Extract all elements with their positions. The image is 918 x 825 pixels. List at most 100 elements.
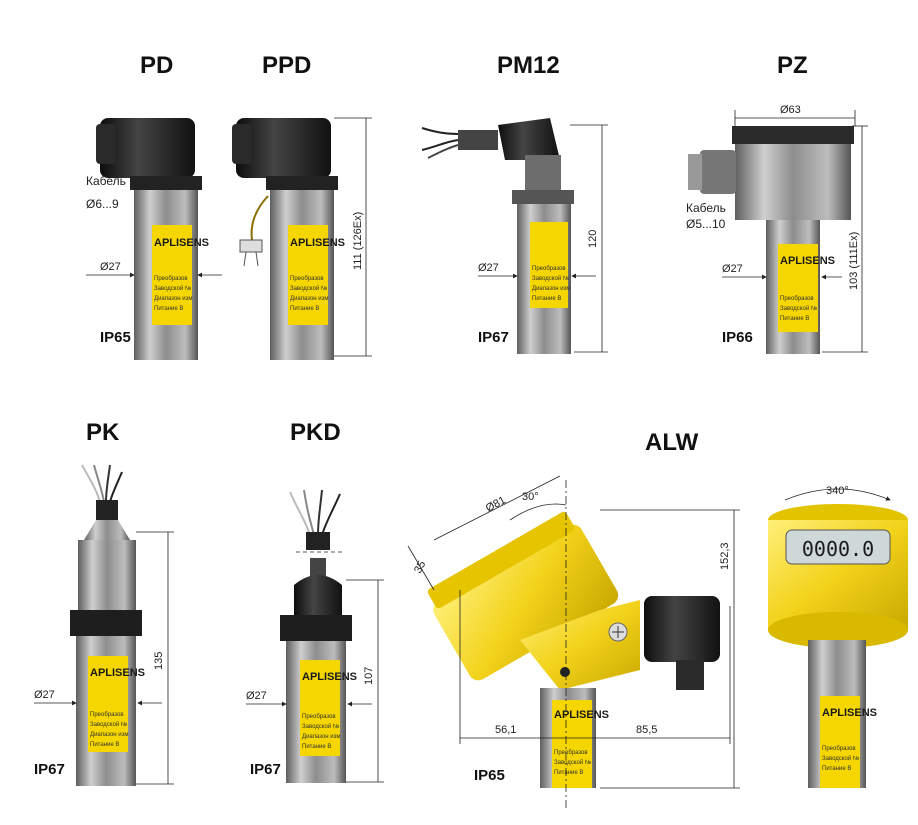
pm12-title: PM12 xyxy=(497,52,560,79)
alw-angle: 30° xyxy=(522,491,539,503)
svg-text:Заводской №: Заводской № xyxy=(822,755,859,762)
pm12-label xyxy=(530,222,568,308)
svg-text:Преобразов: Преобразов xyxy=(154,276,188,282)
pz-top-dia: Ø63 xyxy=(780,104,801,116)
svg-text:Заводской №: Заводской № xyxy=(302,723,339,730)
svg-text:Преобразов: Преобразов xyxy=(780,296,814,302)
ppd-connector xyxy=(236,118,331,178)
svg-text:Питание В: Питание В xyxy=(302,744,331,750)
pz-cable-dia: Ø5...10 xyxy=(686,217,726,231)
sensor-pkd: PKD APLISENS Преобразов Заводской № Диап… xyxy=(246,419,384,783)
pm12-diameter: Ø27 xyxy=(478,262,499,274)
svg-text:Заводской №: Заводской № xyxy=(532,275,569,282)
pk-nut xyxy=(70,610,142,636)
svg-text:Питание В: Питание В xyxy=(780,316,809,322)
svg-text:Заводской №: Заводской № xyxy=(90,721,127,728)
pd-title: PD xyxy=(140,52,173,79)
svg-text:Диапазон изм: Диапазон изм xyxy=(532,286,571,292)
pd-nut xyxy=(130,176,202,190)
alw-housing-dia: Ø81 xyxy=(484,494,508,514)
alw-front-view: 340° 0000.0 APLISENS Преобразов Заводско… xyxy=(768,485,908,788)
pz-diameter: Ø27 xyxy=(722,263,743,275)
pz-ip: IP66 xyxy=(722,329,753,346)
pkd-ip: IP67 xyxy=(250,761,281,778)
sensor-alw: ALW APLISENS Преобразов Заводской № Пита… xyxy=(407,429,740,810)
pd-diameter: Ø27 xyxy=(100,261,121,273)
pd-connector xyxy=(100,118,195,178)
pd-ip: IP65 xyxy=(100,329,131,346)
pd-cable-dia: Ø6...9 xyxy=(86,197,119,211)
pd-cable-label: Кабель xyxy=(86,174,126,188)
sensor-ppd: PPD APLISENS Преобразов Заводской № Диап… xyxy=(232,52,372,360)
pkd-gland xyxy=(294,575,342,615)
svg-text:Заводской №: Заводской № xyxy=(780,305,817,312)
pm12-thread xyxy=(525,155,561,191)
svg-text:Диапазон изм: Диапазон изм xyxy=(90,732,129,738)
alw-front-label xyxy=(820,696,860,788)
pm12-ip: IP67 xyxy=(478,329,509,346)
svg-text:Диапазон изм: Диапазон изм xyxy=(302,734,341,740)
svg-text:Питание В: Питание В xyxy=(90,742,119,748)
pkd-label xyxy=(300,660,340,756)
svg-text:Преобразов: Преобразов xyxy=(822,746,856,752)
pm12-connector xyxy=(498,118,560,160)
pkd-title: PKD xyxy=(290,419,341,446)
svg-text:Диапазон изм: Диапазон изм xyxy=(154,296,193,302)
pkd-diameter: Ø27 xyxy=(246,690,267,702)
svg-text:Питание В: Питание В xyxy=(822,766,851,772)
svg-text:Преобразов: Преобразов xyxy=(290,276,324,282)
sensor-pm12: PM12 Преобразов Заводской № Диапазон изм… xyxy=(421,52,608,354)
alw-rotation: 340° xyxy=(826,485,849,497)
alw-label xyxy=(552,700,592,788)
alw-housing xyxy=(433,524,619,681)
svg-text:Питание В: Питание В xyxy=(154,306,183,312)
sensor-pk: PK APLISENS Преобразов Заводской № Диапа… xyxy=(34,419,174,786)
pz-housing xyxy=(735,144,851,220)
svg-text:Диапазон изм: Диапазон изм xyxy=(290,296,329,302)
sensor-pz: PZ Ø63 APLISENS Преобразов Заводской № П… xyxy=(686,52,868,354)
pkd-height: 107 xyxy=(363,667,375,685)
pk-diameter: Ø27 xyxy=(34,689,55,701)
svg-text:APLISENS: APLISENS xyxy=(154,237,209,249)
alw-height: 152,3 xyxy=(719,542,731,570)
pk-height: 135 xyxy=(153,652,165,670)
svg-text:APLISENS: APLISENS xyxy=(290,237,345,249)
ppd-title: PPD xyxy=(262,52,311,79)
pm12-height: 120 xyxy=(587,230,599,248)
svg-text:Заводской №: Заводской № xyxy=(290,285,327,292)
alw-depth: 35 xyxy=(412,559,428,575)
svg-text:Преобразов: Преобразов xyxy=(90,712,124,718)
svg-text:APLISENS: APLISENS xyxy=(822,707,877,719)
pz-title: PZ xyxy=(777,52,808,79)
svg-text:Питание В: Питание В xyxy=(532,296,561,302)
pz-label xyxy=(778,244,818,332)
pz-gland xyxy=(700,150,736,194)
alw-left-width: 56,1 xyxy=(495,724,516,736)
sensor-pd: PD APLISENS Преобразов Заводской № Диапа… xyxy=(86,52,222,360)
pd-height: 111 (126Ex) xyxy=(352,212,364,270)
svg-text:APLISENS: APLISENS xyxy=(780,255,835,267)
alw-display xyxy=(785,529,891,565)
pz-height: 103 (111Ex) xyxy=(848,232,860,290)
svg-text:Преобразов: Преобразов xyxy=(302,714,336,720)
svg-text:Питание В: Питание В xyxy=(290,306,319,312)
pk-upper xyxy=(78,540,136,610)
svg-text:Заводской №: Заводской № xyxy=(554,759,591,766)
svg-text:Заводской №: Заводской № xyxy=(154,285,191,292)
pk-ip: IP67 xyxy=(34,761,65,778)
pkd-nut xyxy=(280,615,352,641)
pz-lid xyxy=(732,126,854,144)
alw-right-width: 85,5 xyxy=(636,724,657,736)
pz-cable-label: Кабель xyxy=(686,201,726,215)
ppd-label xyxy=(288,225,328,325)
ppd-wire xyxy=(250,195,269,241)
pk-title: PK xyxy=(86,419,120,446)
alw-display-value: 0000.0 xyxy=(802,537,874,561)
svg-text:Преобразов: Преобразов xyxy=(532,266,566,272)
alw-title: ALW xyxy=(645,429,699,456)
svg-text:Преобразов: Преобразов xyxy=(554,750,588,756)
alw-ip: IP65 xyxy=(474,767,505,784)
svg-text:APLISENS: APLISENS xyxy=(90,667,145,679)
pd-label xyxy=(152,225,192,325)
